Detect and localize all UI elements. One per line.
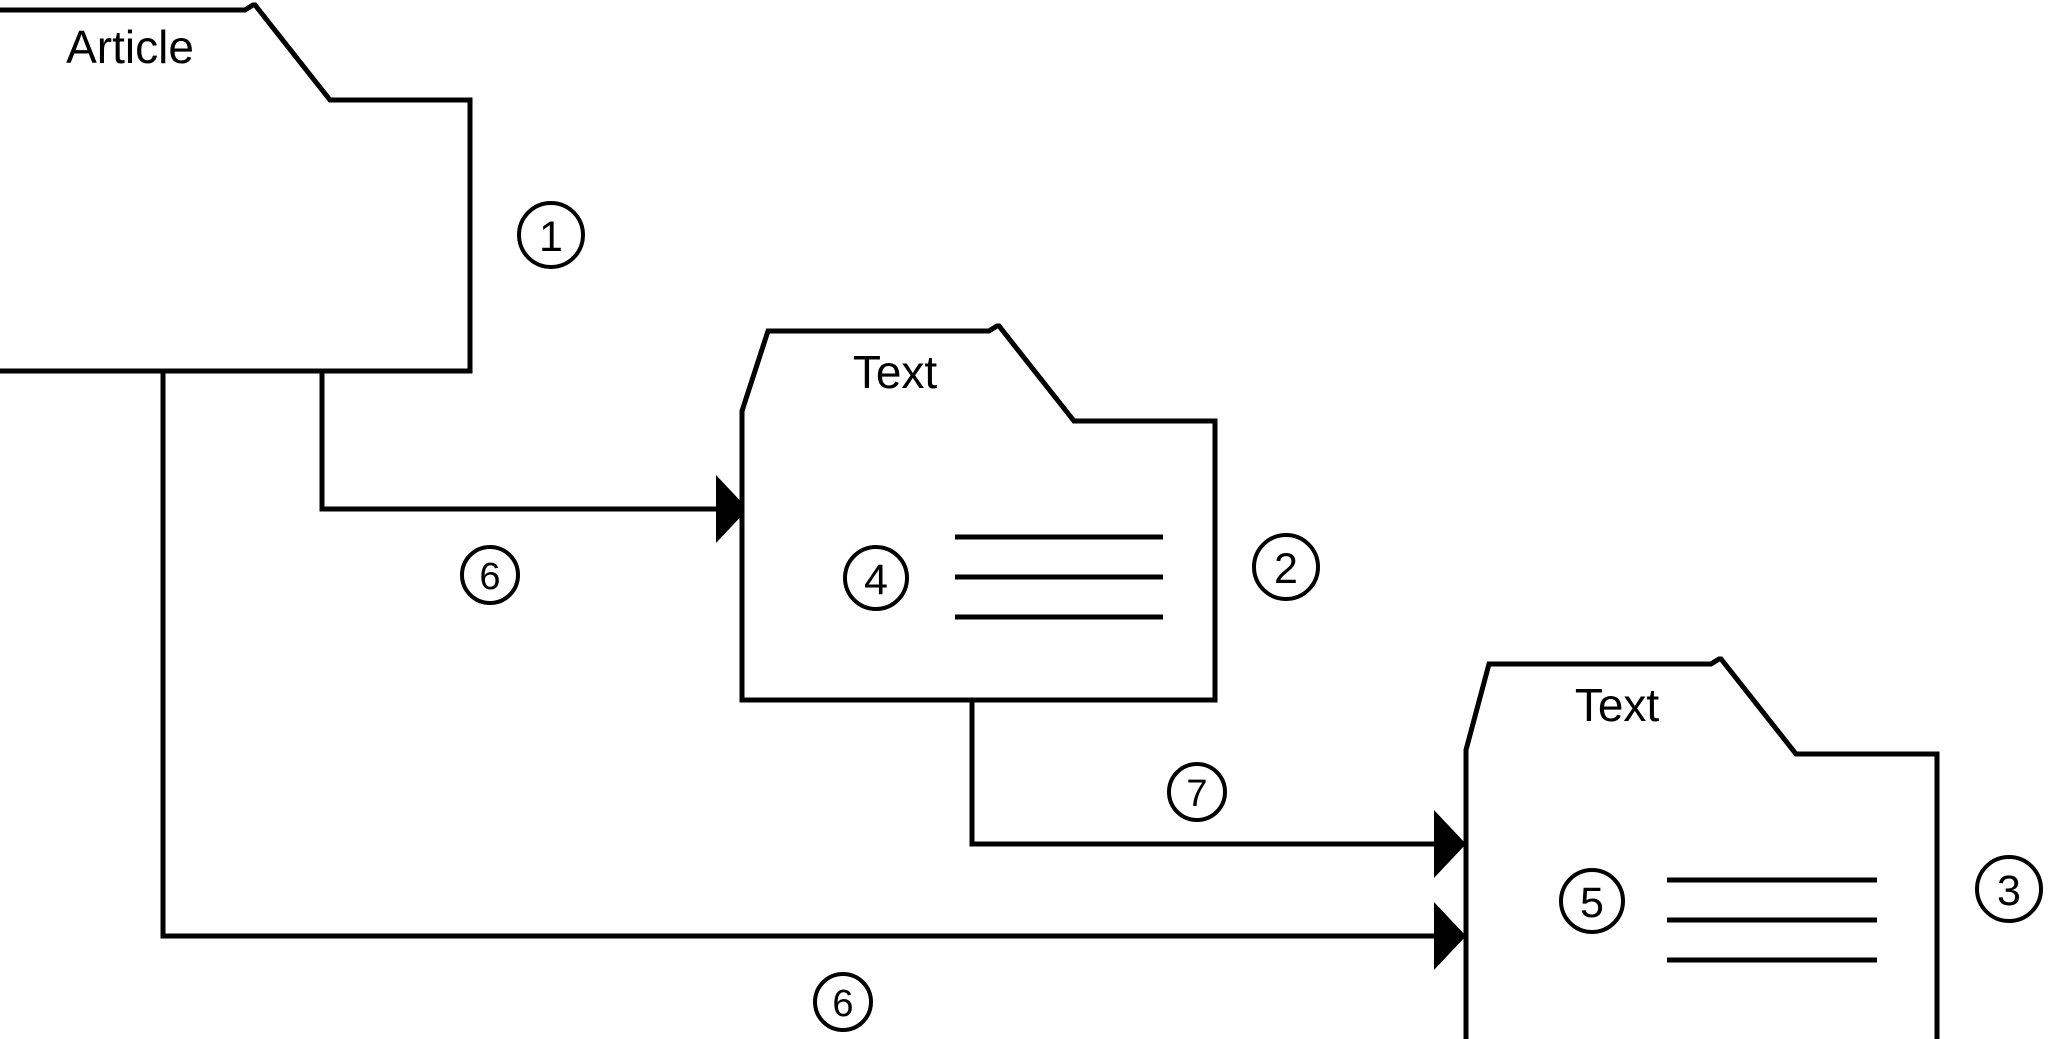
badge-arrow-mid-value: 7 — [1186, 773, 1207, 815]
badge-circle-shape — [1559, 868, 1625, 934]
badge-folder3-value: 3 — [1997, 867, 2021, 915]
badge-circle-shape — [1167, 762, 1227, 822]
badge-folder-article: 1 — [517, 201, 585, 269]
badge-circle-shape — [843, 545, 909, 611]
folder-text-right-content-lines — [1667, 877, 1877, 963]
folder-text-middle-label: Text — [853, 346, 938, 398]
connector-article-to-middle-path — [319, 371, 722, 512]
arrow-head-icon — [1434, 810, 1466, 878]
folder-text-right-outline — [1463, 656, 1940, 1039]
arrow-head-icon — [716, 475, 748, 543]
badge-inner-right-value: 5 — [1580, 879, 1604, 927]
connector-article-to-right-path — [160, 371, 1440, 939]
badge-connector-6-bottom: 6 — [813, 972, 873, 1032]
badge-circle-shape — [1975, 855, 2043, 923]
badge-folder2-value: 2 — [1274, 545, 1298, 593]
badge-arrow-bottom-value: 6 — [832, 983, 853, 1025]
folder-text-middle-content-lines — [955, 534, 1163, 620]
folder-article[interactable]: Article — [0, 2, 473, 374]
connector-middle-to-right-path — [969, 700, 1440, 847]
folder-article-outline — [0, 2, 473, 374]
badge-folder1-value: 1 — [539, 213, 563, 261]
badge-folder-text-middle: 2 — [1252, 533, 1320, 601]
badge-folder-text-right: 3 — [1975, 855, 2043, 923]
folder-text-right-label: Text — [1575, 679, 1660, 731]
arrow-head-icon — [1434, 902, 1466, 970]
folder-text-middle-outline — [739, 323, 1218, 703]
badge-inner-middle: 4 — [843, 545, 909, 611]
connector-middle-to-right[interactable] — [969, 700, 1466, 878]
badge-circle-shape — [813, 972, 873, 1032]
connector-article-to-right[interactable] — [160, 371, 1466, 970]
folder-text-right[interactable]: Text 5 — [1463, 656, 1940, 1039]
badge-circle-shape — [460, 545, 520, 605]
connector-article-to-middle[interactable] — [319, 371, 748, 543]
badge-connector-7: 7 — [1167, 762, 1227, 822]
badge-arrow-top-value: 6 — [479, 556, 500, 598]
badge-inner-middle-value: 4 — [864, 556, 888, 604]
folder-text-middle[interactable]: Text 4 — [739, 323, 1218, 703]
badge-circle-shape — [1252, 533, 1320, 601]
badge-connector-6-top: 6 — [460, 545, 520, 605]
badge-circle-shape — [517, 201, 585, 269]
folder-article-label: Article — [66, 21, 194, 73]
badge-inner-right: 5 — [1559, 868, 1625, 934]
